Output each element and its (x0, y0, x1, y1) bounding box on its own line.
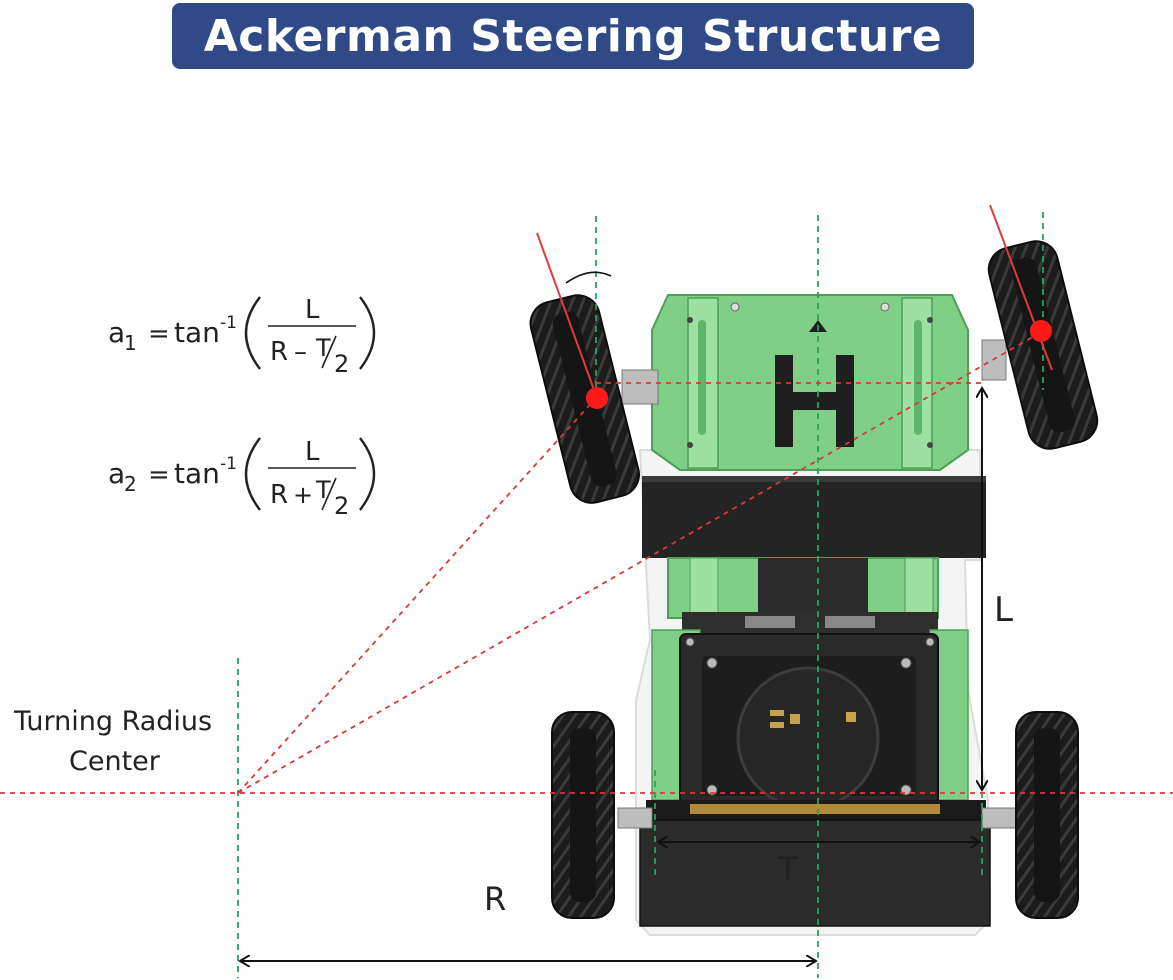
turning-radius-center-label: Turning Radius Center (14, 702, 214, 782)
formula-a2-frac-num: T (315, 476, 331, 504)
car-chassis-icon (617, 294, 1017, 936)
formula-a1-frac-den: 2 (334, 350, 349, 378)
formula-a2-eq: = (148, 460, 170, 490)
dimension-L-label: L (994, 590, 1013, 630)
formula-a1-frac-num: T (315, 334, 331, 362)
dimension-R-label: R (484, 880, 507, 918)
center-label-line2: Center (69, 746, 160, 777)
formula-a2-frac-den: 2 (334, 492, 349, 520)
formula-a2-sub: 2 (124, 472, 137, 496)
radius-lines (0, 330, 1173, 794)
formula-a1-lhs: a (108, 316, 125, 349)
formula-a1-eq: = (148, 319, 170, 349)
formula-a1-den: R (270, 337, 288, 367)
title-banner: Ackerman Steering Structure (172, 3, 974, 69)
formula-a2-den: R (270, 480, 288, 510)
formula-a1-op: – (294, 337, 307, 367)
h-logo-icon (775, 320, 854, 447)
center-label-line1: Turning Radius (14, 706, 213, 737)
vertical-guide-lines (237, 212, 1044, 978)
formula-a2-num: L (305, 437, 320, 467)
formula-a1-sub: 1 (124, 331, 137, 355)
dimension-T-label: T (778, 850, 798, 888)
formula-a1-sup: -1 (220, 313, 237, 333)
wheel-axis-lines (536, 204, 1053, 399)
formula-a1: a 1 = tan -1 L R – T 2 (108, 295, 376, 378)
pivot-dot-icon (586, 387, 608, 409)
formula-a1-num: L (305, 295, 320, 325)
formula-a2-fn: tan (174, 457, 220, 490)
steering-angle-arc (565, 271, 612, 284)
formula-a1-fn: tan (174, 316, 220, 349)
formula-a2-sup: -1 (220, 454, 237, 474)
pivot-dot-icon (1030, 320, 1052, 342)
formula-a2-op: + (293, 481, 313, 509)
page-title: Ackerman Steering Structure (203, 10, 943, 62)
formula-a2-lhs: a (108, 457, 125, 490)
formula-a2: a 2 = tan -1 L R + T 2 (108, 437, 376, 520)
